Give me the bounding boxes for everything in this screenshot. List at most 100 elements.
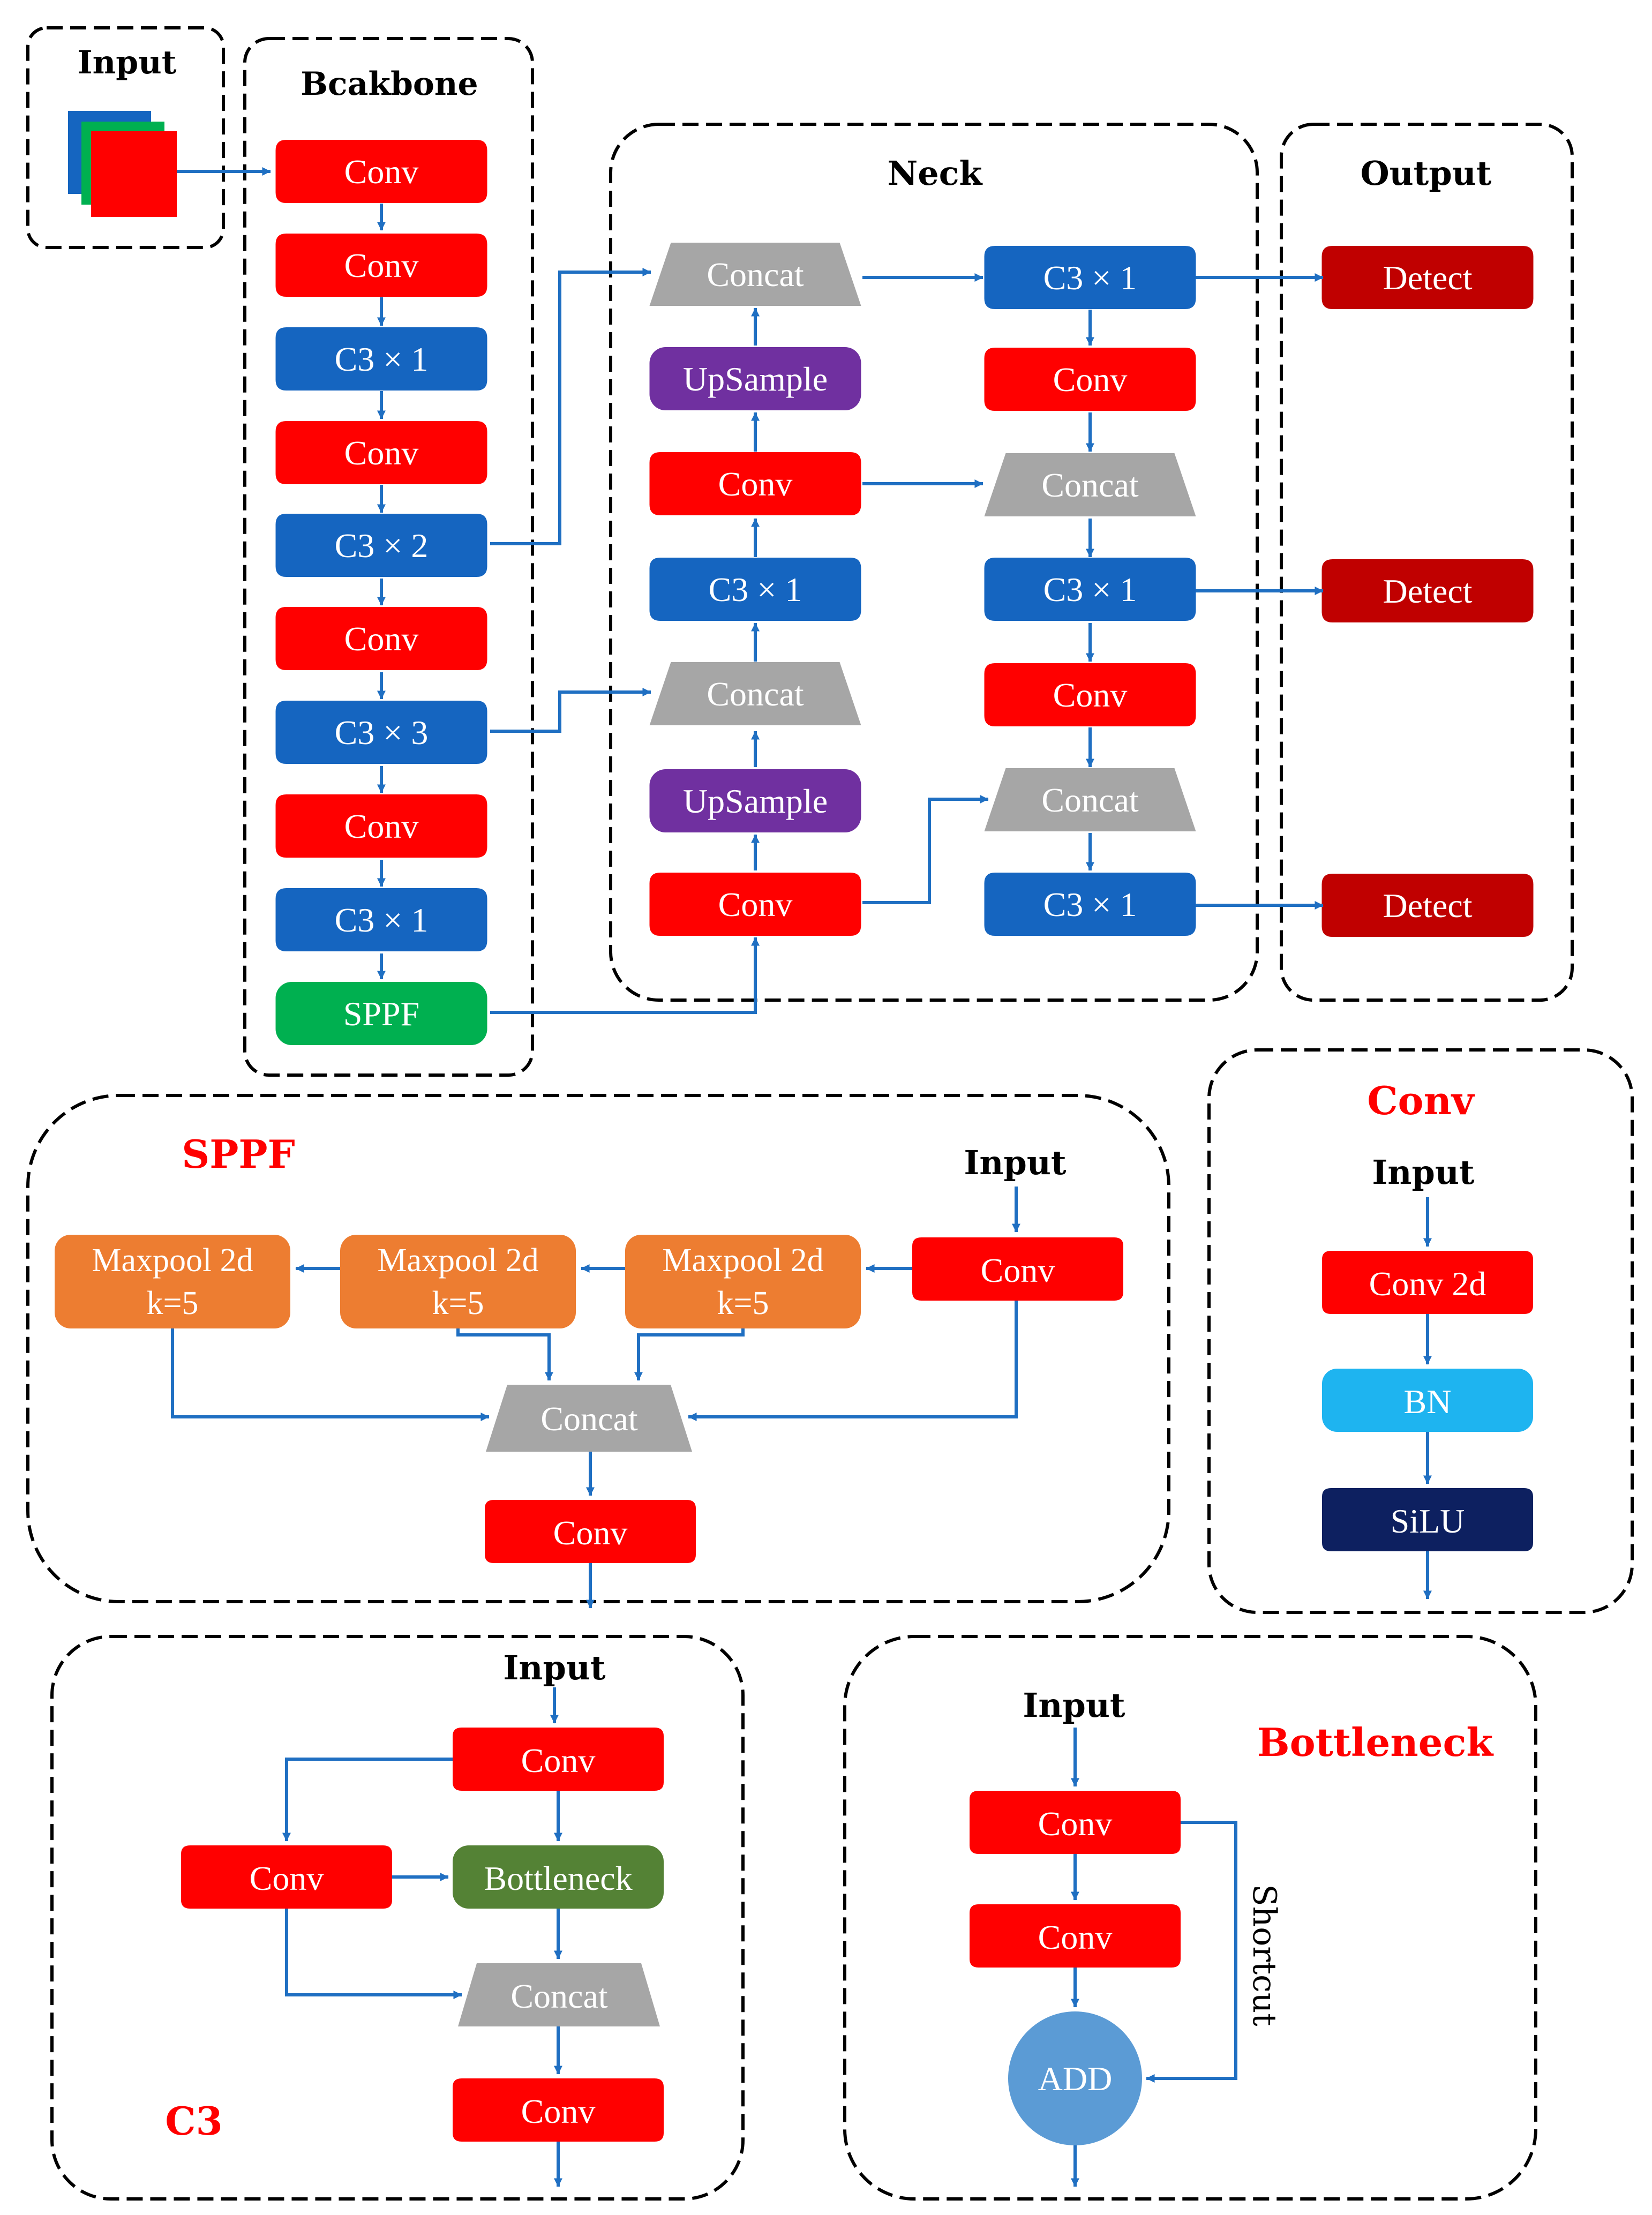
- backbone-block-2: Conv: [275, 234, 487, 297]
- c3-arrow-top-to-side: [282, 1758, 453, 1842]
- neck-left-block-1-label: Concat: [707, 256, 804, 294]
- conv-detail-silu-label: SiLU: [1391, 1502, 1465, 1540]
- neck-left-block-6-label: UpSample: [683, 782, 828, 820]
- conv-detail-conv2d-label: Conv 2d: [1369, 1265, 1486, 1303]
- bottleneck-add-label: ADD: [1038, 2060, 1113, 2098]
- neck-left-block-4-label: C3 × 1: [709, 570, 802, 609]
- sppf-arrow-mp1-to-concat: [171, 1328, 490, 1422]
- c3-conv-top-label: Conv: [521, 1741, 596, 1779]
- sppf-maxpool-1-line2: k=5: [147, 1285, 199, 1322]
- neck-title: Neck: [888, 154, 983, 193]
- c3-input-label: Input: [503, 1648, 606, 1687]
- detect-block-1-label: Detect: [1383, 259, 1473, 297]
- neck-right-block-4: C3 × 1: [984, 558, 1196, 621]
- neck-left-block-3-label: Conv: [718, 465, 793, 503]
- bottleneck-conv-1-label: Conv: [1038, 1805, 1113, 1843]
- sppf-maxpool-3: Maxpool 2d k=5: [625, 1235, 861, 1328]
- sppf-maxpool-2: Maxpool 2d k=5: [340, 1235, 576, 1328]
- bottleneck-conv-2-label: Conv: [1038, 1918, 1113, 1956]
- c3-bottleneck-label: Bottleneck: [484, 1859, 632, 1897]
- neck-right-block-2: Conv: [984, 348, 1196, 411]
- sppf-arrow-conv-to-concat: [688, 1301, 1018, 1421]
- neck-right-block-3: Concat: [984, 453, 1196, 516]
- neck-left-block-2-label: UpSample: [683, 360, 828, 398]
- bottleneck-panel: [843, 1635, 1537, 2201]
- neck-right-block-5-label: Conv: [1053, 676, 1128, 714]
- backbone-block-5-label: C3 × 2: [335, 527, 429, 565]
- neck-left-block-4: C3 × 1: [649, 558, 861, 621]
- arrow-c3x3-to-concat-mid: [490, 688, 651, 733]
- bottleneck-input-label: Input: [1023, 1686, 1125, 1725]
- sppf-maxpool-2-line1: Maxpool 2d: [377, 1242, 538, 1279]
- backbone-block-5: C3 × 2: [275, 514, 487, 577]
- c3-conv-out-label: Conv: [521, 2092, 596, 2130]
- neck-left-block-2: UpSample: [649, 347, 861, 410]
- neck-left-block-3: Conv: [649, 452, 861, 515]
- backbone-block-7-label: C3 × 3: [335, 714, 429, 752]
- neck-right-block-7-label: C3 × 1: [1043, 885, 1137, 923]
- sppf-conv-out: Conv: [485, 1500, 696, 1563]
- c3-conv-top: Conv: [453, 1728, 664, 1791]
- arrow-conv-bottom-to-concat-right: [862, 795, 989, 904]
- backbone-block-9: C3 × 1: [275, 888, 487, 951]
- c3-panel: [50, 1635, 745, 2201]
- neck-right-block-5: Conv: [984, 663, 1196, 726]
- neck-right-block-2-label: Conv: [1053, 361, 1128, 399]
- bottleneck-add: ADD: [1008, 2011, 1142, 2145]
- neck-right-block-1-label: C3 × 1: [1043, 259, 1137, 297]
- c3-concat: Concat: [458, 1963, 660, 2026]
- c3-concat-label: Concat: [510, 1977, 608, 2015]
- neck-left-block-7-label: Conv: [718, 885, 793, 923]
- neck-right-block-7: C3 × 1: [984, 873, 1196, 936]
- conv-detail-bn-label: BN: [1404, 1383, 1452, 1421]
- neck-right-block-6-label: Concat: [1041, 781, 1139, 819]
- bottleneck-shortcut-label: Shortcut: [1245, 1884, 1283, 2026]
- neck-left-block-6: UpSample: [649, 769, 861, 832]
- c3-title: C3: [165, 2098, 222, 2144]
- backbone-block-4: Conv: [275, 421, 487, 484]
- neck-right-block-3-label: Concat: [1041, 466, 1139, 504]
- output-title: Output: [1361, 154, 1492, 193]
- sppf-conv-in: Conv: [912, 1237, 1123, 1301]
- backbone-block-4-label: Conv: [344, 434, 419, 472]
- neck-left-block-7: Conv: [649, 873, 861, 936]
- backbone-block-1: Conv: [275, 140, 487, 203]
- conv-detail-title: Conv: [1367, 1078, 1475, 1123]
- conv-detail-input-label: Input: [1372, 1153, 1475, 1192]
- neck-left-block-5-label: Concat: [707, 675, 804, 713]
- input-panel-title: Input: [78, 44, 177, 81]
- bottleneck-title: Bottleneck: [1257, 1720, 1495, 1765]
- backbone-block-8: Conv: [275, 794, 487, 858]
- conv-detail-bn: BN: [1322, 1369, 1533, 1432]
- c3-conv-side: Conv: [181, 1845, 392, 1909]
- detect-block-2: Detect: [1321, 559, 1534, 622]
- bottleneck-arrow-shortcut: [1146, 1821, 1237, 2083]
- sppf-maxpool-3-line1: Maxpool 2d: [662, 1242, 823, 1279]
- bottleneck-conv-1: Conv: [970, 1791, 1181, 1854]
- backbone-block-3-label: C3 × 1: [335, 340, 429, 378]
- sppf-concat: Concat: [486, 1385, 692, 1452]
- arrow-sppf-to-neck-conv: [490, 937, 760, 1014]
- backbone-block-9-label: C3 × 1: [335, 901, 429, 939]
- sppf-maxpool-1-line1: Maxpool 2d: [92, 1242, 253, 1279]
- backbone-block-10: SPPF: [275, 982, 487, 1045]
- sppf-maxpool-2-line2: k=5: [432, 1285, 484, 1322]
- input-panel: [26, 26, 225, 249]
- neck-left-block-1: Concat: [649, 243, 861, 306]
- sppf-maxpool-1: Maxpool 2d k=5: [55, 1235, 290, 1328]
- neck-right-block-4-label: C3 × 1: [1043, 570, 1137, 609]
- conv-detail-silu: SiLU: [1322, 1488, 1533, 1551]
- input-image-icon: [68, 111, 177, 217]
- c3-arrow-side-to-concat: [285, 1909, 462, 2000]
- bottleneck-conv-2: Conv: [970, 1904, 1181, 1968]
- backbone-block-2-label: Conv: [344, 246, 419, 284]
- backbone-block-1-label: Conv: [344, 153, 419, 191]
- sppf-input-label: Input: [964, 1143, 1067, 1182]
- backbone-block-6: Conv: [275, 607, 487, 670]
- detect-block-3: Detect: [1321, 874, 1534, 937]
- detect-block-3-label: Detect: [1383, 887, 1473, 925]
- backbone-block-8-label: Conv: [344, 807, 419, 845]
- arrow-c3x2-to-concat-top: [490, 268, 651, 545]
- backbone-block-10-label: SPPF: [343, 995, 419, 1033]
- c3-conv-side-label: Conv: [250, 1859, 324, 1897]
